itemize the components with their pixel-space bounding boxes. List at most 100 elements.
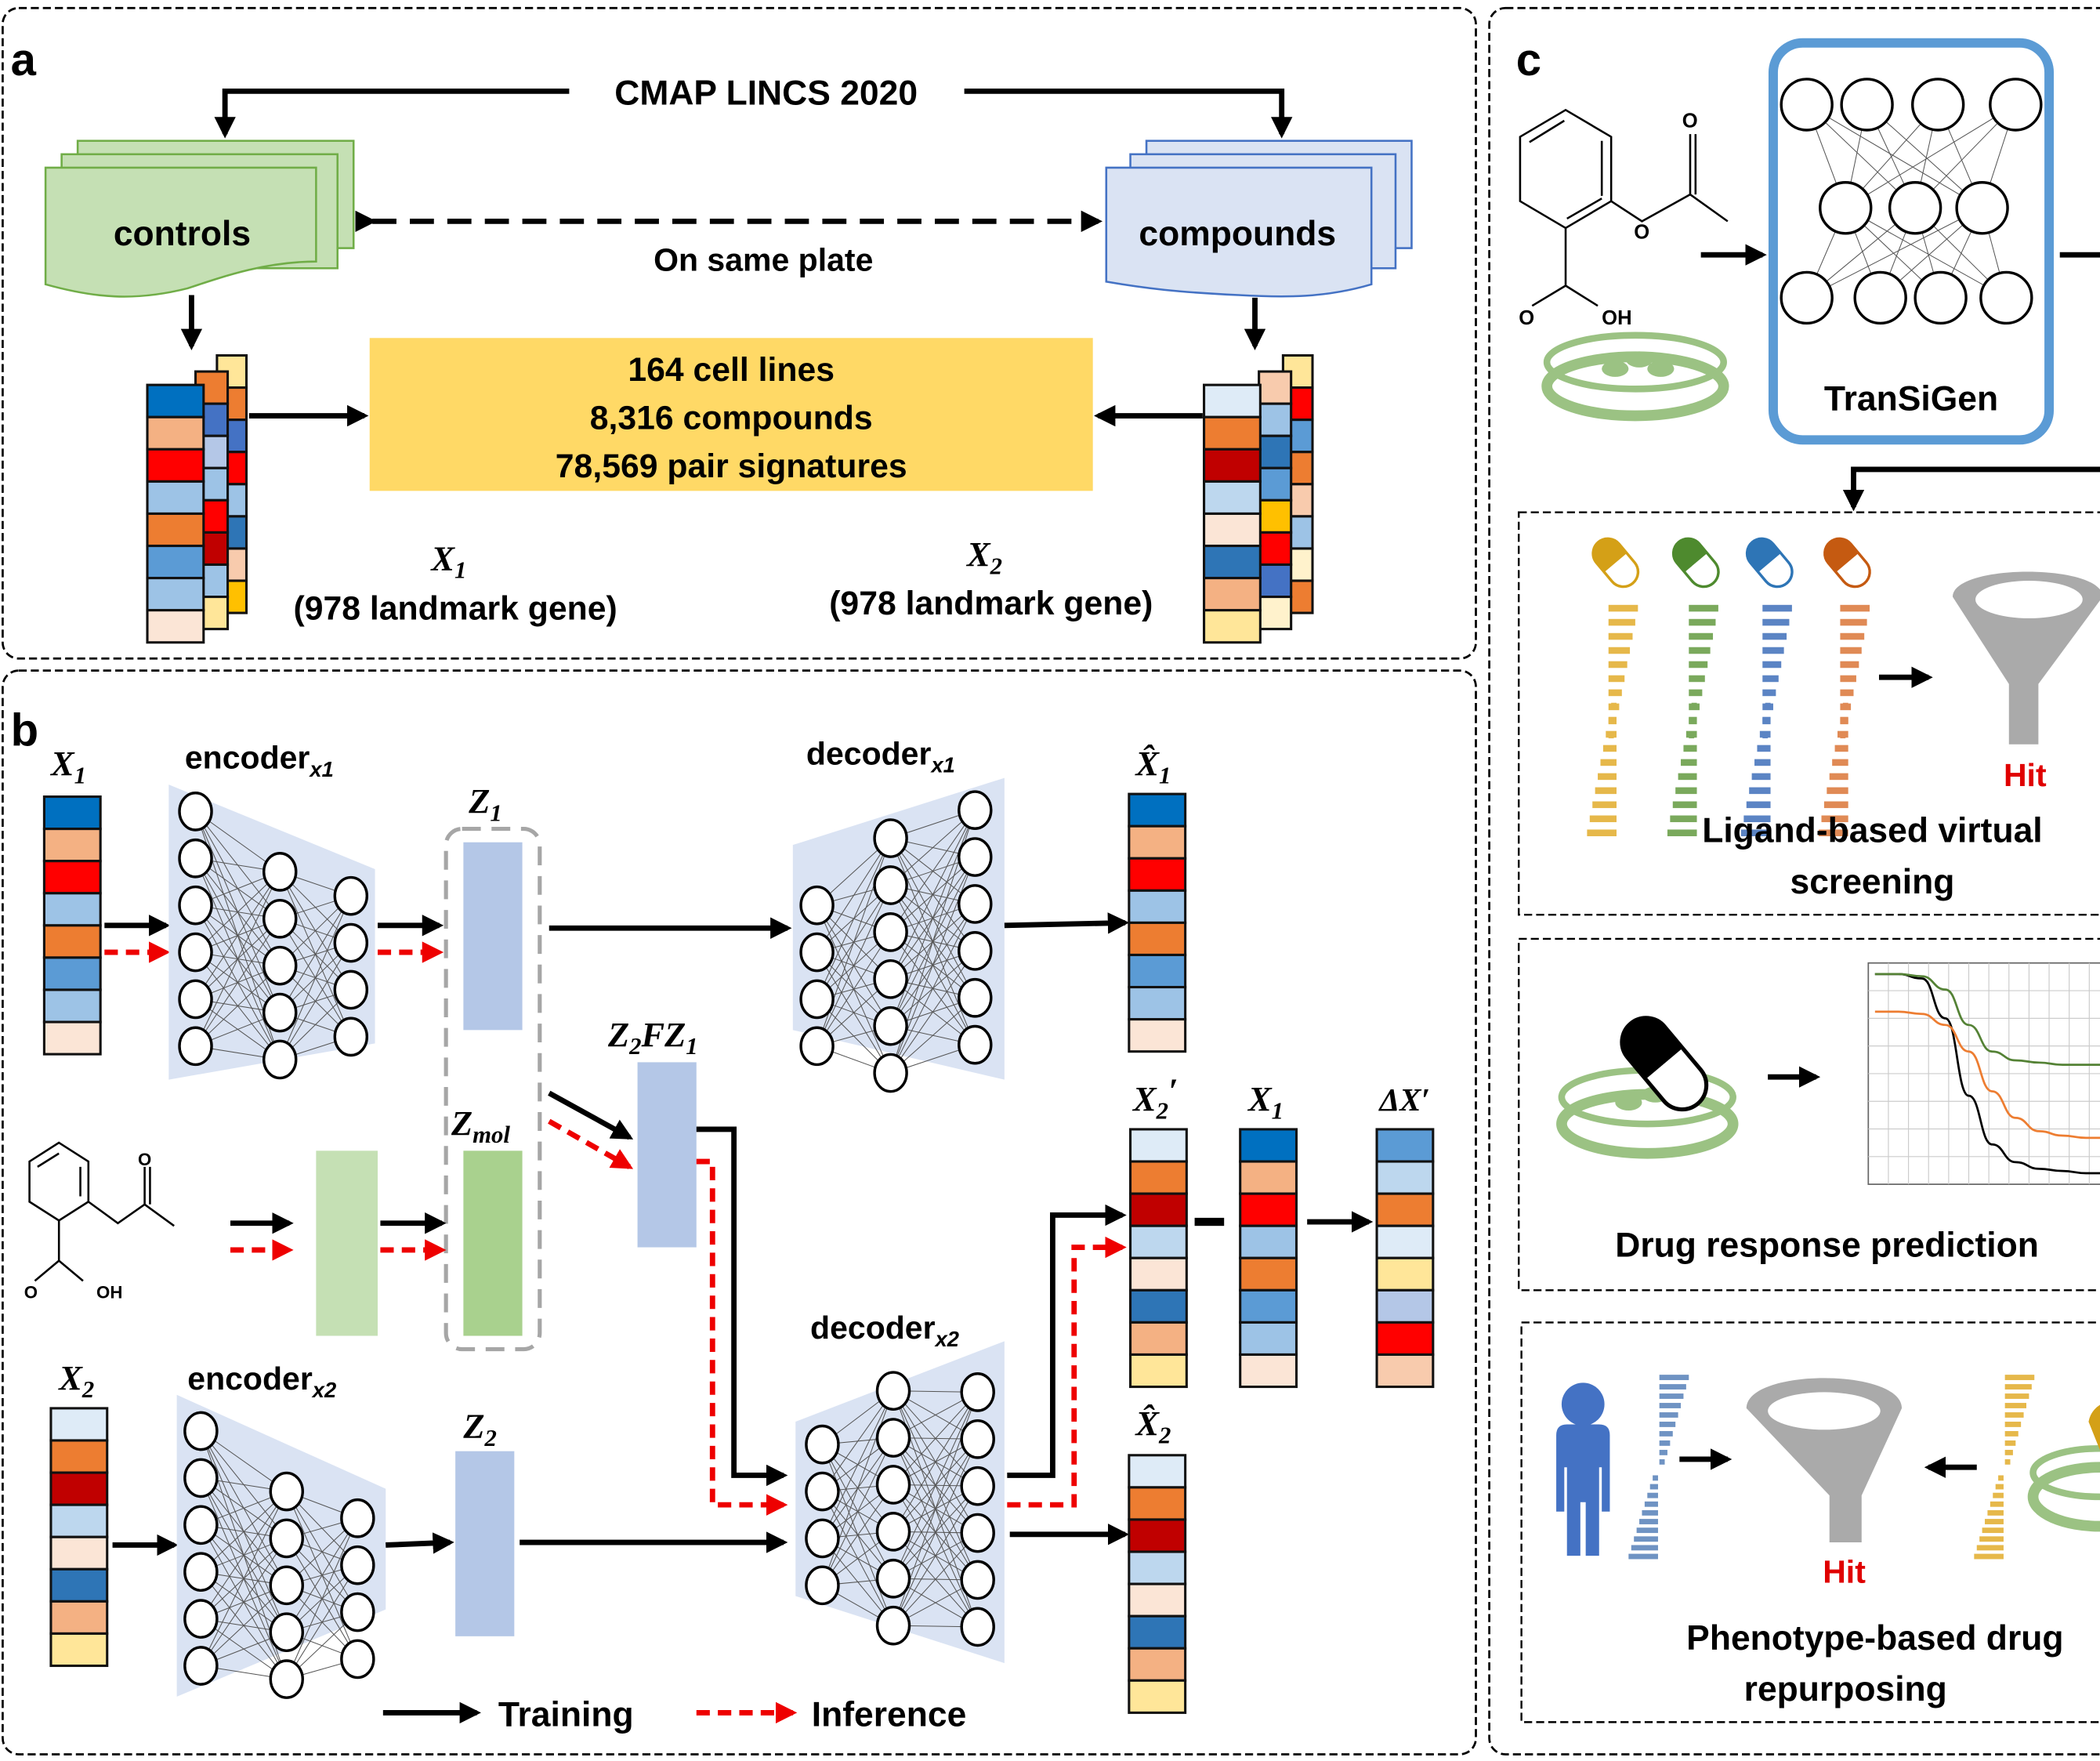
x1-hat-label: X̂1: [1134, 744, 1171, 788]
signature-cell: [1258, 434, 1293, 469]
x1-hat-signature: [1128, 792, 1187, 1053]
app1-title-line2: screening: [1790, 863, 1954, 901]
neuron-node: [1780, 270, 1834, 325]
signature-bar: [1762, 689, 1776, 697]
network-edge: [200, 1538, 288, 1666]
neuron-node: [799, 885, 835, 926]
b-x2-label: X2: [57, 1358, 94, 1403]
signature-bar: [1659, 1384, 1686, 1390]
concat-to-z2fz1-inference-arrow: [548, 1118, 634, 1169]
neuron-node: [958, 977, 993, 1018]
neuron-node: [960, 1560, 995, 1600]
network-edge: [892, 1485, 979, 1626]
signature-bar: [1740, 829, 1771, 837]
z2fz1-to-decoder-training-arrow: [696, 1126, 788, 1487]
signature-cell: [146, 512, 205, 548]
neuron-node: [960, 1419, 995, 1459]
neuron-node: [178, 792, 213, 832]
signature-cell: [1375, 1321, 1435, 1357]
x2-prime-label: X2′: [1131, 1071, 1179, 1125]
pill-icon: [1591, 537, 1640, 589]
signature-cell: [1129, 1288, 1188, 1324]
signature-bar: [1838, 730, 1848, 738]
signature-bar: [1683, 745, 1697, 752]
z2-latent: [455, 1451, 515, 1636]
neuron-node: [799, 979, 835, 1020]
signature-cell: [1375, 1160, 1435, 1195]
network-edge: [286, 1518, 358, 1679]
neuron-node: [183, 1646, 219, 1686]
mol-b-o1: O: [138, 1150, 151, 1169]
signature-bar: [1689, 675, 1705, 683]
neuron-node: [269, 1518, 304, 1559]
neuron-node: [960, 1607, 995, 1647]
delta-x-signature: [1375, 1128, 1435, 1389]
source-to-compounds-arrow: [964, 88, 1293, 139]
network-edge: [286, 1517, 358, 1632]
neuron-node: [178, 932, 213, 973]
x1-signature-stack: [146, 353, 248, 644]
neuron-node: [958, 1024, 993, 1065]
signature-cell: [1129, 1224, 1188, 1259]
hit-label-1: Hit: [2004, 757, 2047, 793]
signature-bar: [1840, 604, 1870, 612]
minus-sign: [1194, 1217, 1225, 1227]
network-edge: [890, 951, 976, 1074]
decoder-to-x1hat-arrow: [1004, 912, 1130, 934]
signature-cell: [1128, 1518, 1187, 1553]
signature-cell: [1128, 1018, 1187, 1053]
x1-caption: (978 landmark gene): [294, 590, 617, 628]
neuron-node: [340, 1545, 375, 1585]
signature-cell: [1129, 1353, 1188, 1389]
compounds-stack: compounds: [1105, 140, 1413, 298]
signature-bar: [1842, 702, 1848, 710]
z1-label: Z1: [468, 781, 502, 826]
signature-bar: [1608, 661, 1628, 669]
network-edge: [286, 1564, 358, 1679]
neuron-node: [875, 1512, 911, 1552]
neuron-node: [1819, 181, 1873, 235]
signature-cell: [1128, 1647, 1187, 1682]
legend-inference-label: Inference: [812, 1695, 967, 1734]
transigen-network-icon: [1780, 78, 2043, 325]
signature-bar: [2004, 1403, 2026, 1408]
network-edge: [195, 871, 281, 1000]
signature-cell: [1129, 1321, 1188, 1357]
encoder-x1-network: [168, 784, 375, 1080]
signature-bar: [2004, 1393, 2029, 1399]
signature-cell: [146, 383, 205, 419]
signature-bar: [2004, 1412, 2024, 1418]
signature-bar: [1990, 1501, 2004, 1507]
signature-cell: [1128, 792, 1187, 828]
signature-bar: [2004, 1440, 2016, 1446]
signature-bar: [1659, 1458, 1665, 1465]
signature-bar: [1754, 759, 1771, 766]
signature-bar: [2004, 1422, 2022, 1427]
neuron-node: [1914, 270, 1968, 325]
signature-cell: [1128, 857, 1187, 892]
panel-a-border: [2, 6, 1477, 660]
neuron-node: [269, 1659, 304, 1699]
signature-bar: [1685, 730, 1697, 738]
neuron-node: [875, 1558, 911, 1599]
neuron-node: [333, 969, 369, 1010]
network-edge: [279, 895, 352, 1013]
network-edge: [816, 885, 892, 1047]
decoder-x2-label: decoderx2: [810, 1310, 959, 1351]
neuron-node: [958, 837, 993, 877]
controls-label: controls: [114, 215, 251, 253]
signature-cell: [1375, 1224, 1435, 1259]
signature-bar: [1608, 618, 1635, 626]
network-edge: [279, 942, 352, 1060]
signature-bar: [1681, 759, 1697, 766]
neuron-node: [333, 1016, 369, 1057]
neuron-node: [960, 1466, 995, 1506]
signature-cell: [146, 577, 205, 612]
panel-a: a CMAP LINCS 2020 controls compounds On …: [2, 6, 1477, 660]
signature-cell: [1239, 1321, 1298, 1357]
signature-bar: [1592, 801, 1617, 809]
signature-cell: [1203, 609, 1262, 644]
signature-bar: [1979, 1536, 2004, 1542]
neuron-node: [875, 1465, 911, 1505]
neuron-node: [340, 1639, 375, 1679]
